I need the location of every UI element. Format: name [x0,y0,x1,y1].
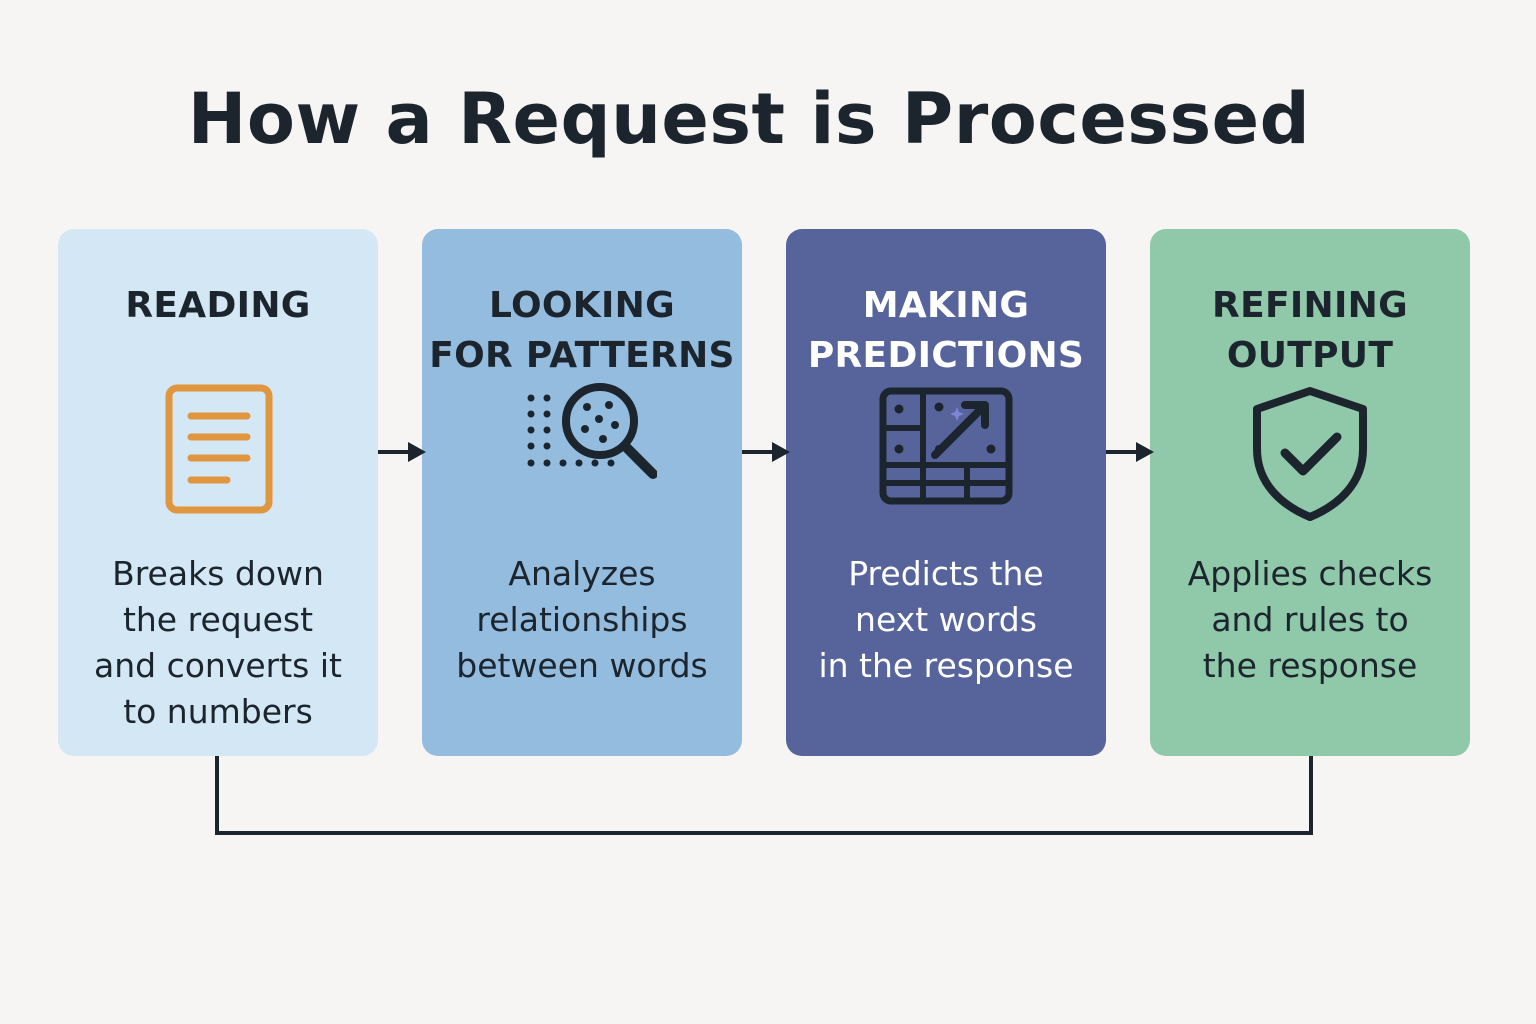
stage-reading: READING Breaks down the request and conv… [58,229,378,756]
stage-description: Predicts the next words in the response [818,554,1074,685]
page-title: How a Request is Processed [187,78,1311,160]
document-icon [165,384,273,514]
arrow-right-icon [742,442,790,462]
stage-description: Analyzes relationships between words [456,554,708,685]
stage-description: Breaks down the request and converts it … [94,554,342,731]
shield-check-icon [1253,387,1367,521]
stage-refining-output: REFINING OUTPUT Applies checks and rules… [1150,229,1470,756]
arrow-right-icon [378,442,426,462]
stage-looking-for-patterns: LOOKING FOR PATTERNS Analyzes relationsh… [422,229,742,756]
feedback-loop-line [215,756,1313,835]
stage-description: Applies checks and rules to the response [1187,554,1433,685]
stage-making-predictions: MAKING PREDICTIONS Predicts the next wor… [786,229,1106,756]
stage-title: READING [125,285,311,326]
stage-title: MAKING PREDICTIONS [807,285,1085,376]
grid-trend-icon [879,387,1013,505]
stage-title: REFINING OUTPUT [1212,285,1408,376]
stage-title: LOOKING FOR PATTERNS [429,285,735,376]
magnifier-dots-icon [527,383,657,479]
arrow-right-icon [1106,442,1154,462]
